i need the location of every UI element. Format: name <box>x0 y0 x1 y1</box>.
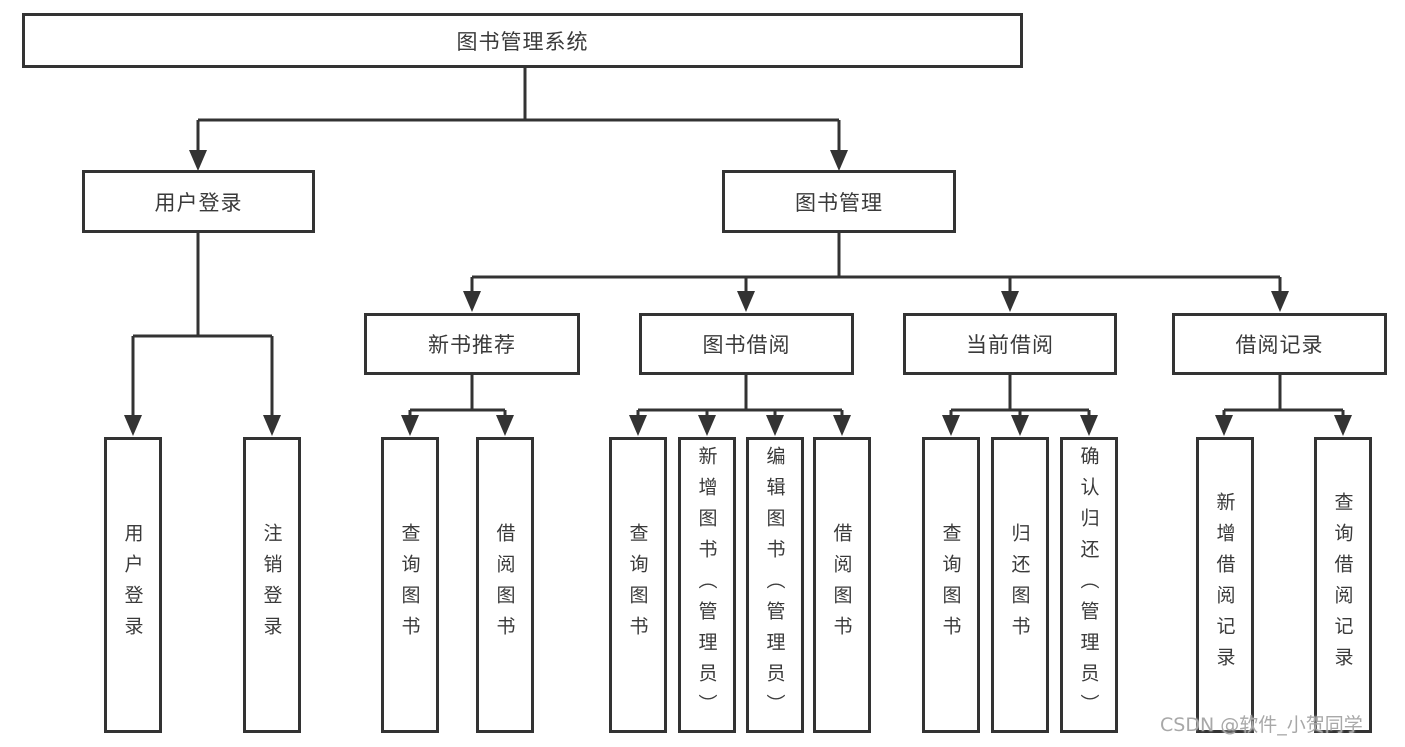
leaf-label: 查询图书 <box>626 523 649 647</box>
arrow-down-icons <box>124 150 1352 436</box>
leaf-borrow-books-recommend: 借阅图书 <box>476 437 534 733</box>
connector-user-login-branch <box>131 233 274 418</box>
leaf-label: 归还图书 <box>1008 523 1031 647</box>
node-label: 图书管理系统 <box>456 29 589 54</box>
leaf-label: 借阅图书 <box>493 523 516 647</box>
node-label: 新书推荐 <box>428 333 516 357</box>
leaf-query-books-current: 查询图书 <box>922 437 980 733</box>
leaf-label: 查询图书 <box>398 523 421 647</box>
connector-book-management-branch <box>470 233 1282 295</box>
connector-borrow-record-branch <box>1222 375 1345 418</box>
leaf-label: 查询借阅记录 <box>1331 492 1354 678</box>
watermark-text: CSDN @软件_小贺同学 <box>1160 714 1363 736</box>
leaf-edit-book-admin: 编辑图书（管理员） <box>746 437 804 733</box>
leaf-label: 注销登录 <box>260 523 283 647</box>
leaf-borrow-books-borrow: 借阅图书 <box>813 437 871 733</box>
node-library-management-system: 图书管理系统 <box>22 13 1023 68</box>
node-borrowing-records: 借阅记录 <box>1172 313 1387 375</box>
node-book-borrowing: 图书借阅 <box>639 313 854 375</box>
leaf-user-login: 用户登录 <box>104 437 162 733</box>
connector-new-book-branch <box>408 375 507 418</box>
leaf-add-borrow-record: 新增借阅记录 <box>1196 437 1254 733</box>
node-label: 借阅记录 <box>1235 333 1324 357</box>
connector-current-borrow-branch <box>949 375 1091 418</box>
leaf-query-books-borrow: 查询图书 <box>609 437 667 733</box>
leaf-query-borrow-record: 查询借阅记录 <box>1314 437 1372 733</box>
leaf-label: 新增借阅记录 <box>1213 492 1236 678</box>
node-book-management: 图书管理 <box>722 170 956 233</box>
leaf-label: 用户登录 <box>121 523 144 647</box>
connector-root-branch <box>196 68 841 152</box>
node-new-book-recommendation: 新书推荐 <box>364 313 580 375</box>
node-label: 图书管理 <box>795 190 883 215</box>
leaf-add-book-admin: 新增图书（管理员） <box>678 437 736 733</box>
leaf-label: 借阅图书 <box>830 523 853 647</box>
node-user-login: 用户登录 <box>82 170 315 233</box>
leaf-logout: 注销登录 <box>243 437 301 733</box>
leaf-label: 查询图书 <box>939 523 962 647</box>
leaf-confirm-return-admin: 确认归还（管理员） <box>1060 437 1118 733</box>
node-label: 用户登录 <box>154 190 243 215</box>
leaf-return-books: 归还图书 <box>991 437 1049 733</box>
leaf-label: 编辑图书（管理员） <box>763 445 786 725</box>
leaf-query-books-recommend: 查询图书 <box>381 437 439 733</box>
connector-book-borrow-branch <box>636 375 844 418</box>
node-label: 当前借阅 <box>966 333 1054 357</box>
node-current-borrowing: 当前借阅 <box>903 313 1117 375</box>
leaf-label: 新增图书（管理员） <box>695 445 718 725</box>
leaf-label: 确认归还（管理员） <box>1077 445 1100 725</box>
node-label: 图书借阅 <box>702 333 791 357</box>
